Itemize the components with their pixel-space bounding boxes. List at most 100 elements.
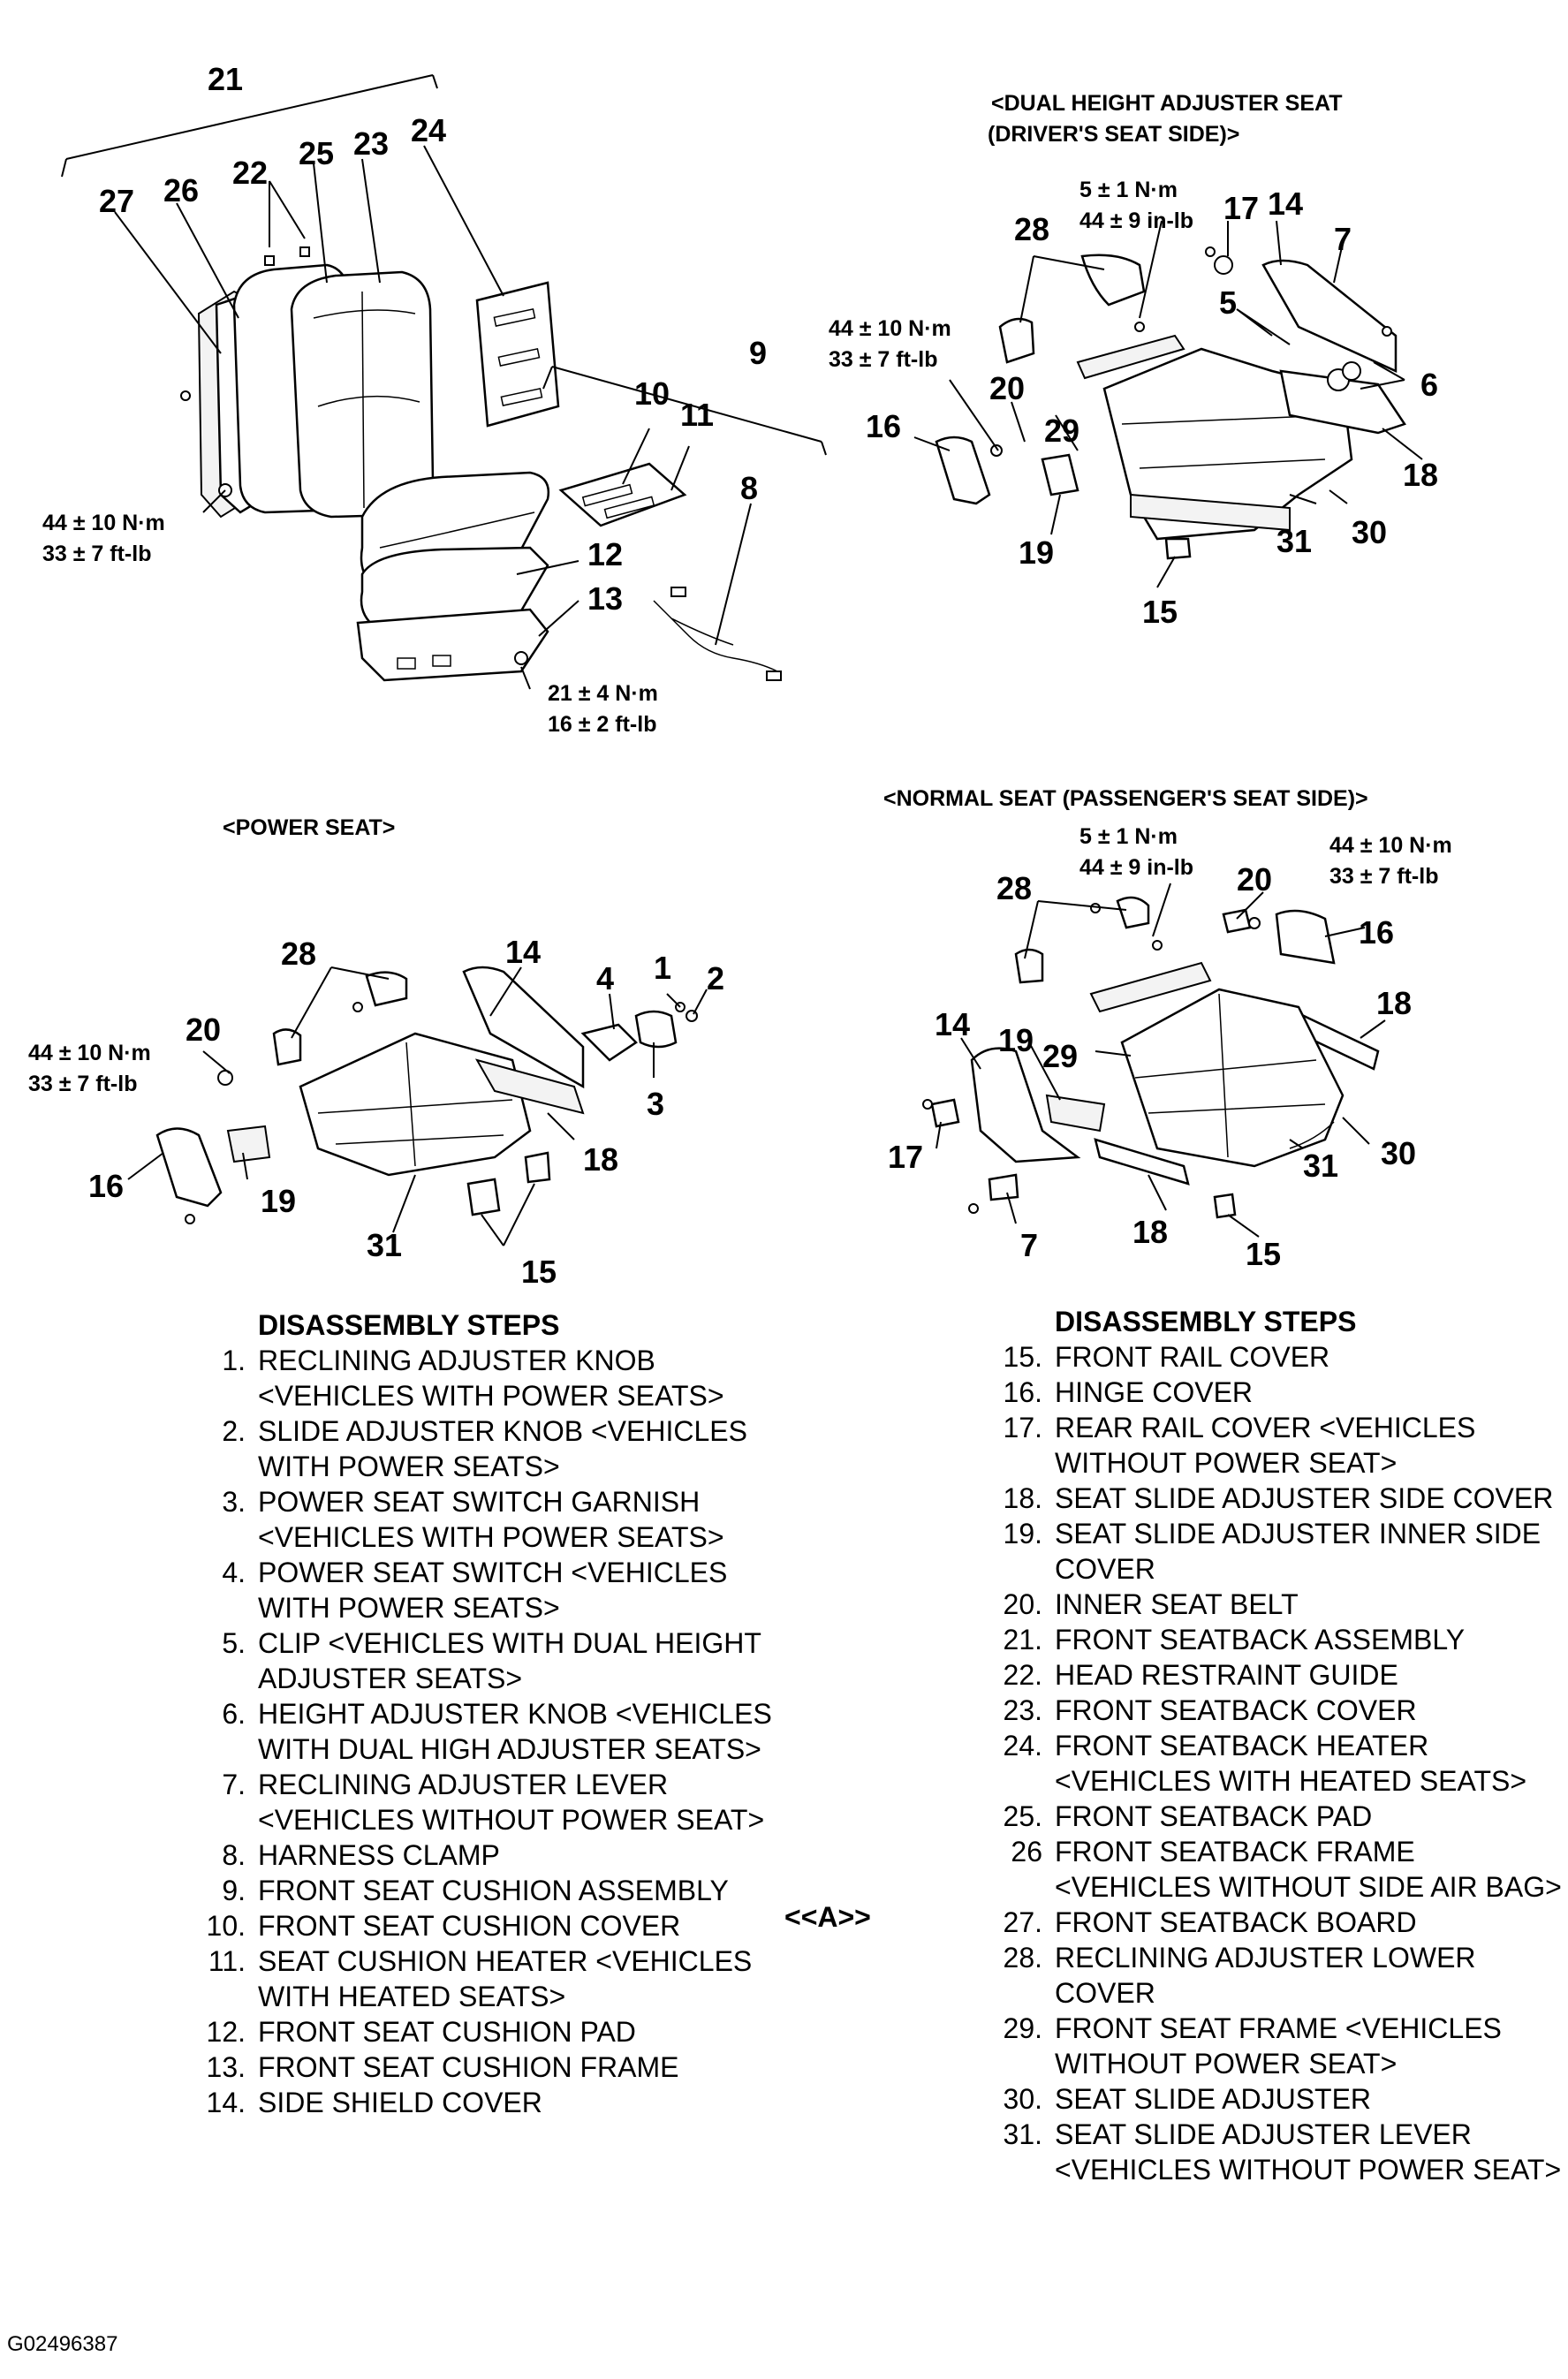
- step-text: SEAT SLIDE ADJUSTER INNER SIDE COVER: [1055, 1518, 1541, 1585]
- callout: 8: [740, 470, 758, 506]
- step-item: 3.POWER SEAT SWITCH GARNISH <VEHICLES WI…: [194, 1484, 795, 1555]
- step-number: 28.: [1003, 1942, 1042, 1974]
- callout: 14: [505, 934, 541, 970]
- step-number: 16.: [1003, 1376, 1042, 1408]
- step-text: FRONT SEATBACK BOARD: [1055, 1906, 1417, 1938]
- callout: 29: [1042, 1038, 1078, 1074]
- step-number: 29.: [1003, 2012, 1042, 2044]
- normal-callouts: 28 20 16 18 14 19 29 17 7 18 15 31 30: [888, 861, 1416, 1272]
- callout: 20: [1237, 861, 1272, 898]
- power-seat-illustration: [155, 966, 698, 1224]
- step-item: 24.FRONT SEATBACK HEATER <VEHICLES WITH …: [991, 1728, 1565, 1799]
- step-text: FRONT RAIL COVER: [1055, 1341, 1330, 1373]
- callout: 10: [634, 375, 670, 412]
- callout: 14: [1268, 186, 1303, 222]
- step-number: 9.: [222, 1875, 246, 1906]
- step-text: INNER SEAT BELT: [1055, 1588, 1299, 1620]
- callout: 20: [989, 370, 1025, 406]
- step-number: 21.: [1003, 1624, 1042, 1655]
- callout: 21: [208, 61, 243, 97]
- step-number: 22.: [1003, 1659, 1042, 1691]
- steps-title: DISASSEMBLY STEPS: [258, 1309, 560, 1341]
- step-number: 11.: [208, 1945, 246, 1977]
- step-number: 31.: [1003, 2118, 1042, 2150]
- step-item: 14. SIDE SHIELD COVER: [194, 2085, 795, 2120]
- callout: 18: [1376, 985, 1412, 1021]
- callout: 1: [654, 950, 671, 986]
- callout: 15: [1246, 1236, 1281, 1272]
- callout: 18: [1403, 457, 1438, 493]
- step-number: 12.: [206, 2016, 246, 2048]
- callout: 28: [281, 936, 316, 972]
- step-text: POWER SEAT SWITCH <VEHICLES WITH POWER S…: [258, 1557, 728, 1624]
- power-callouts: 28 14 4 1 2 3 20 16 19 31 18 15: [88, 934, 724, 1290]
- callout: 15: [521, 1254, 557, 1290]
- callout: 20: [186, 1011, 221, 1048]
- step-item: 16. HINGE COVER: [991, 1375, 1565, 1410]
- callout: 18: [1132, 1214, 1168, 1250]
- callout: 28: [996, 870, 1032, 906]
- step-item: 12.FRONT SEAT CUSHION PAD: [194, 2014, 795, 2049]
- step-item: 30. SEAT SLIDE ADJUSTER: [991, 2081, 1565, 2117]
- step-number: 27.: [1003, 1906, 1042, 1938]
- callout: 31: [1276, 523, 1312, 559]
- torque-text: 44 ± 10 N·m: [42, 511, 165, 535]
- step-text: FRONT SEATBACK PAD: [1055, 1800, 1373, 1832]
- step-text: FRONT SEATBACK COVER: [1055, 1694, 1417, 1726]
- step-number: 14.: [206, 2087, 246, 2118]
- callout: 16: [866, 408, 901, 444]
- step-number: 30.: [1003, 2083, 1042, 2115]
- torque-text: 33 ± 7 ft-lb: [42, 542, 151, 566]
- callout: 13: [587, 580, 623, 617]
- callout: 19: [998, 1022, 1034, 1058]
- torque-text: 33 ± 7 ft-lb: [28, 1072, 137, 1096]
- step-number: 23.: [1003, 1694, 1042, 1726]
- step-text: RECLINING ADJUSTER LEVER <VEHICLES WITHO…: [258, 1769, 765, 1836]
- step-item: 17.REAR RAIL COVER <VEHICLES WITHOUT POW…: [991, 1410, 1565, 1481]
- step-number: 15.: [1003, 1341, 1042, 1373]
- step-item: 5. CLIP <VEHICLES WITH DUAL HEIGHT ADJUST…: [194, 1625, 795, 1696]
- step-number: 5.: [222, 1627, 246, 1659]
- step-number: 1.: [222, 1345, 246, 1376]
- step-item: 11.SEAT CUSHION HEATER <VEHICLES WITH HE…: [194, 1943, 795, 2014]
- step-text: REAR RAIL COVER <VEHICLES WITHOUT POWER …: [1055, 1412, 1476, 1479]
- torque-text: 16 ± 2 ft-lb: [548, 712, 656, 737]
- step-item: 7.RECLINING ADJUSTER LEVER <VEHICLES WIT…: [194, 1767, 795, 1837]
- callout: 28: [1014, 211, 1049, 247]
- step-item: 28.RECLINING ADJUSTER LOWER COVER: [991, 1940, 1565, 2011]
- step-text: HARNESS CLAMP: [258, 1839, 500, 1871]
- step-item: 13. FRONT SEAT CUSHION FRAME: [194, 2049, 795, 2085]
- step-item: 29.FRONT SEAT FRAME <VEHICLES WITHOUT PO…: [991, 2011, 1565, 2081]
- step-text: SEAT SLIDE ADJUSTER SIDE COVER: [1055, 1482, 1554, 1514]
- callout: 19: [1019, 534, 1054, 571]
- step-text: SIDE SHIELD COVER: [258, 2087, 542, 2118]
- step-item: 6.HEIGHT ADJUSTER KNOB <VEHICLES WITH DU…: [194, 1696, 795, 1767]
- normal-seat-illustration: [922, 896, 1380, 1219]
- step-number: 20.: [1003, 1588, 1042, 1620]
- step-text: HEIGHT ADJUSTER KNOB <VEHICLES WITH DUAL…: [258, 1698, 772, 1765]
- callout: 6: [1420, 367, 1438, 403]
- step-item: 22.HEAD RESTRAINT GUIDE: [991, 1657, 1565, 1693]
- callout: 17: [888, 1139, 923, 1175]
- callout: 18: [583, 1141, 618, 1178]
- step-item: 31.SEAT SLIDE ADJUSTER LEVER <VEHICLES W…: [991, 2117, 1565, 2187]
- heading-dual-height: <DUAL HEIGHT ADJUSTER SEAT: [991, 91, 1343, 116]
- step-number: 13.: [206, 2051, 246, 2083]
- step-text: FRONT SEAT CUSHION FRAME: [258, 2051, 679, 2083]
- step-text: SEAT SLIDE ADJUSTER: [1055, 2083, 1372, 2115]
- step-text: SLIDE ADJUSTER KNOB <VEHICLES WITH POWER…: [258, 1415, 747, 1482]
- torque-text: 44 ± 10 N·m: [28, 1041, 151, 1065]
- torque-text: 33 ± 7 ft-lb: [829, 347, 937, 372]
- heading-power-seat: <POWER SEAT>: [223, 815, 395, 840]
- callout: 5: [1219, 284, 1237, 321]
- step-number: 8.: [222, 1839, 246, 1871]
- callout: 26: [163, 172, 199, 208]
- step-number: 25.: [1003, 1800, 1042, 1832]
- step-text: CLIP <VEHICLES WITH DUAL HEIGHT ADJUSTER…: [258, 1627, 761, 1694]
- step-text: HINGE COVER: [1055, 1376, 1254, 1408]
- callout: 29: [1044, 413, 1079, 449]
- disassembly-steps-left: DISASSEMBLY STEPS 1.RECLINING ADJUSTER K…: [194, 1307, 795, 2120]
- step-item: 2.SLIDE ADJUSTER KNOB <VEHICLES WITH POW…: [194, 1413, 795, 1484]
